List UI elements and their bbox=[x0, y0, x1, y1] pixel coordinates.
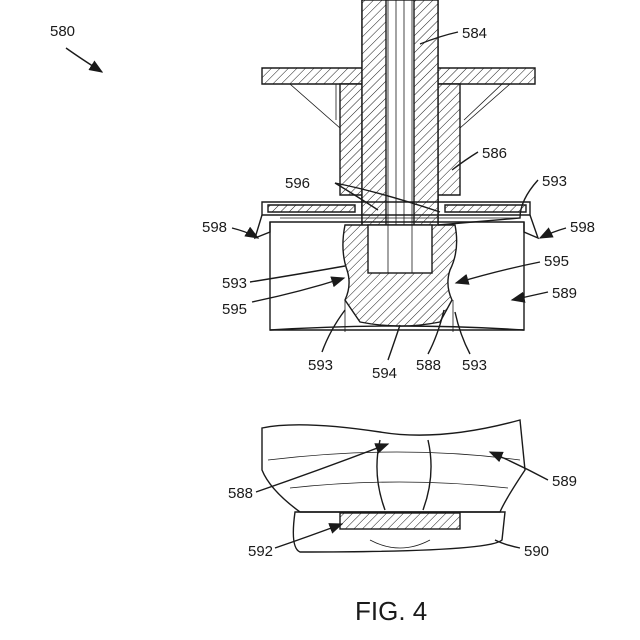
label-590: 590 bbox=[524, 543, 549, 560]
label-580: 580 bbox=[50, 23, 75, 40]
label-584: 584 bbox=[462, 25, 487, 42]
figure-caption: FIG. 4 bbox=[355, 596, 427, 626]
upper-assembly bbox=[255, 0, 538, 332]
label-589-top: 589 bbox=[552, 285, 577, 302]
label-588-bottom: 588 bbox=[228, 485, 253, 502]
label-593-bottom-left: 593 bbox=[308, 357, 333, 374]
label-589-bottom: 589 bbox=[552, 473, 577, 490]
label-595-left: 595 bbox=[222, 301, 247, 318]
label-586: 586 bbox=[482, 145, 507, 162]
label-592: 592 bbox=[248, 543, 273, 560]
reference-labels: 580 584 586 596 593 598 598 593 595 595 … bbox=[50, 23, 595, 560]
label-594: 594 bbox=[372, 365, 397, 382]
label-598-right: 598 bbox=[570, 219, 595, 236]
label-593-left: 593 bbox=[222, 275, 247, 292]
label-596: 596 bbox=[285, 175, 310, 192]
leader-lines bbox=[66, 32, 566, 548]
label-593-top-right: 593 bbox=[542, 173, 567, 190]
label-593-bottom-right: 593 bbox=[462, 357, 487, 374]
lower-assembly bbox=[262, 420, 525, 552]
label-588-top: 588 bbox=[416, 357, 441, 374]
label-598-left: 598 bbox=[202, 219, 227, 236]
label-595-right: 595 bbox=[544, 253, 569, 270]
